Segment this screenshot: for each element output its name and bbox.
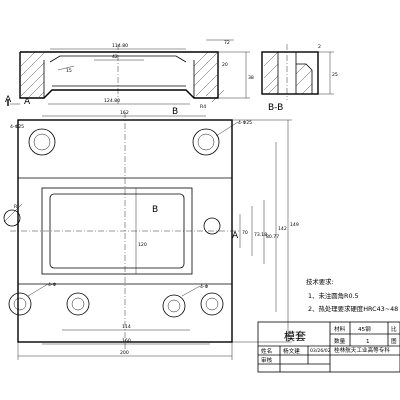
corner-hole-bottom-left-2 [66, 292, 90, 316]
section-mark-a-side: A [232, 231, 239, 241]
part-name: 模套 [284, 330, 306, 343]
section-label-a-left: A [5, 95, 12, 105]
dim-bb-height: 25 [332, 72, 338, 78]
dim-top-width: 114.80 [112, 43, 128, 49]
tech-note-2: 2、热处理要求硬度HRC43~48 [308, 304, 398, 313]
material-value: 45钢 [358, 325, 371, 333]
section-label-a: A [24, 97, 31, 107]
drawn-date: 03/26/02 [310, 348, 331, 354]
dim-plan-80-77: 80.77 [266, 234, 279, 240]
section-mark-b-mid: B [152, 205, 158, 215]
hole-label-top-left: 4-Φ25 [10, 124, 24, 130]
qty-label: 数量 [334, 337, 346, 345]
side-hole-right [203, 217, 221, 235]
corner-hole-bottom-left [8, 292, 32, 316]
dim-plan-120: 120 [138, 242, 147, 248]
qty-value: 1 [366, 339, 370, 345]
top-section-view: 114.80 42 124.80 15 38 R4 20 72 A A [5, 39, 254, 110]
dim-plan-114: 114 [122, 324, 131, 330]
dim-top-inner: 42 [112, 54, 118, 60]
school-name: 桂林航天工业高等专科 [334, 346, 390, 354]
scale-label: 比 [391, 325, 397, 333]
material-label: 材料 [334, 325, 346, 333]
dim-top-height: 38 [248, 75, 254, 81]
dim-plan-142: 142 [278, 226, 287, 232]
dim-plan-149: 149 [290, 222, 299, 228]
dim-top-r-small: R4 [200, 104, 206, 110]
review-label: 审核 [261, 356, 273, 364]
bb-hatch [263, 51, 313, 95]
fig-label: 图 [391, 337, 397, 345]
dim-top-angle: 15 [66, 68, 72, 74]
bb-section-view: 25 2 B-B [261, 44, 338, 113]
side-hole-left [3, 209, 21, 227]
hatch-left [20, 51, 45, 98]
drawn-name: 杨文建 [283, 347, 300, 355]
hole-label-bottom-right: 4-Φ [200, 284, 209, 290]
dim-plan-70: 70 [242, 230, 248, 236]
hole-label-bottom-left: 4-Φ [48, 282, 57, 288]
corner-hole-top-left [28, 128, 56, 156]
corner-hole-bottom-right-2 [200, 292, 224, 316]
technical-notes: 技术要求: 1、未注圆角R0.5 2、热处理要求硬度HRC43~48 [306, 277, 398, 313]
corner-hole-bottom-right [162, 294, 186, 318]
dim-plan-162: 162 [120, 110, 129, 116]
dim-plan-200: 200 [120, 350, 129, 356]
dim-plan-73-18: 73.18 [254, 232, 267, 238]
section-mark-b-top: B [172, 107, 178, 117]
dim-top-bottom: 124.80 [104, 98, 120, 104]
tech-note-1: 1、未注圆角R0.5 [308, 291, 359, 300]
dim-top-small-20: 20 [222, 62, 228, 68]
hole-label-top-right: 4-Φ25 [238, 120, 252, 126]
plan-view: 162 4-Φ25 4-Φ25 B B A R 120 70 73.18 80.… [3, 107, 299, 360]
dim-plan-160: 160 [122, 338, 131, 344]
tech-notes-title: 技术要求: [306, 277, 334, 286]
drawn-label: 姓名 [261, 347, 272, 355]
dim-bb-small: 2 [318, 44, 321, 50]
title-block: 模套 材料 45钢 比 数量 1 图 姓名 杨文建 03/26/02 审核 桂林… [257, 321, 400, 373]
hatch-right [193, 51, 218, 97]
view-label-bb: B-B [268, 103, 283, 113]
corner-hole-top-right [192, 128, 220, 156]
dim-top-right-r: 72 [224, 40, 230, 46]
dim-plan-r-left: R [14, 204, 18, 210]
